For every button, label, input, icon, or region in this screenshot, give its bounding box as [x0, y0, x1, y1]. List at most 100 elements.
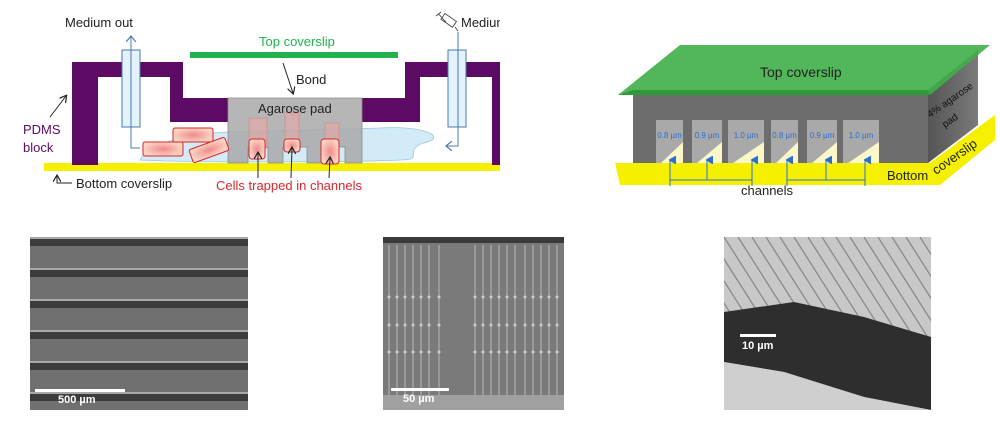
channel-node — [395, 350, 399, 354]
trench-edge — [30, 299, 248, 301]
channel-node — [427, 295, 431, 299]
agarose-side-face — [928, 50, 978, 163]
channel-floor — [661, 142, 683, 163]
agarose-pad-label: Agarose pad — [258, 101, 332, 116]
channel-node — [419, 295, 423, 299]
channel-node — [481, 350, 485, 354]
scale-bar — [740, 334, 776, 337]
channel-node — [489, 350, 493, 354]
outflow-arrow — [131, 37, 140, 149]
trench-edge — [30, 330, 248, 332]
top-coverslip-label: Top coverslip — [259, 34, 335, 49]
top-coverslip — [618, 45, 990, 95]
pdms-label: PDMS — [23, 122, 61, 137]
channel-node — [473, 350, 477, 354]
channel-node — [547, 323, 551, 327]
trench — [30, 394, 248, 401]
trench-edge — [30, 392, 248, 394]
channel-width-label: 0.9 µm — [810, 131, 835, 140]
channel-width-label: 0.8 µm — [657, 131, 682, 140]
bottom-coverslip-label: Bottom coverslip — [76, 176, 172, 191]
trench — [30, 363, 248, 370]
trench — [30, 332, 248, 339]
channel-node — [481, 295, 485, 299]
syringe-icon — [435, 11, 459, 32]
top-coverslip — [190, 52, 398, 58]
channel-node — [387, 323, 391, 327]
trench — [30, 301, 248, 308]
channel-node — [555, 350, 559, 354]
bond-arrow — [282, 62, 293, 93]
channel-width-label: 0.8 µm — [772, 131, 797, 140]
ridge-line — [863, 237, 931, 344]
channel-node — [437, 323, 441, 327]
channel-node — [437, 350, 441, 354]
ridge-line — [891, 237, 931, 300]
channel-node — [539, 295, 543, 299]
channel-node — [505, 295, 509, 299]
ridge-line — [905, 237, 931, 278]
channel-node — [403, 323, 407, 327]
pdms-arrow — [49, 96, 66, 118]
sem-image-10um: 10 µm — [724, 237, 931, 410]
bottom-coverslip — [615, 115, 995, 185]
inflow-arrow — [447, 32, 459, 146]
channel-node — [473, 295, 477, 299]
channel-node — [523, 323, 527, 327]
scale-label: 10 µm — [742, 340, 774, 352]
channel-node — [555, 295, 559, 299]
channel-node — [539, 323, 543, 327]
channel-node — [505, 323, 509, 327]
channel-node — [419, 350, 423, 354]
channel-node — [547, 350, 551, 354]
channel-node — [427, 350, 431, 354]
channel-width-label: 1.0 µm — [849, 131, 874, 140]
channel-node — [497, 350, 501, 354]
pdms-block-right — [362, 62, 500, 165]
channel-node — [387, 350, 391, 354]
channel-floor — [697, 142, 722, 163]
trench-edge — [30, 237, 248, 239]
bottom-coverslip — [44, 163, 500, 171]
sem-image-500um: 500 µm — [30, 237, 248, 410]
scale-label: 50 µm — [403, 393, 435, 405]
channel-node — [513, 295, 517, 299]
channel-node — [547, 295, 551, 299]
sem-image-50um: 50 µm — [383, 237, 564, 410]
free-cell — [142, 141, 184, 157]
channel-node — [523, 295, 527, 299]
channel-node — [513, 350, 517, 354]
free-cell — [172, 127, 214, 143]
sem-tilted — [724, 237, 931, 410]
scale-label: 500 µm — [58, 394, 96, 406]
free-cell — [188, 136, 230, 164]
cell-arrow — [329, 158, 330, 179]
channel-node — [531, 323, 535, 327]
top-coverslip-label: Top coverslip — [760, 64, 842, 80]
scale-bar — [391, 388, 449, 391]
channel-node — [403, 350, 407, 354]
bottom-coverslip-arrow — [57, 176, 72, 184]
channel-node — [497, 323, 501, 327]
channel-node — [419, 323, 423, 327]
channel-node — [403, 295, 407, 299]
channel-node — [395, 323, 399, 327]
channel-node — [539, 350, 543, 354]
channel-node — [489, 295, 493, 299]
channel-node — [411, 323, 415, 327]
channel-node — [437, 295, 441, 299]
channels-label: channels — [741, 183, 794, 198]
inlet-tube — [447, 49, 467, 128]
trench-edge — [30, 268, 248, 270]
ridge-line — [877, 237, 931, 322]
channel-node — [531, 295, 535, 299]
device-side-view-diagram: Medium out Medium in Top coverslip Bond … — [23, 11, 500, 193]
channel-width-label: 1.0 µm — [734, 131, 759, 140]
top-coverslip-edge — [618, 90, 930, 95]
channel-node — [531, 350, 535, 354]
trapped-cell — [248, 138, 266, 160]
channels-arrows — [670, 160, 865, 186]
medium-in-label: Medium in — [461, 15, 500, 30]
sem-channels — [383, 237, 564, 410]
